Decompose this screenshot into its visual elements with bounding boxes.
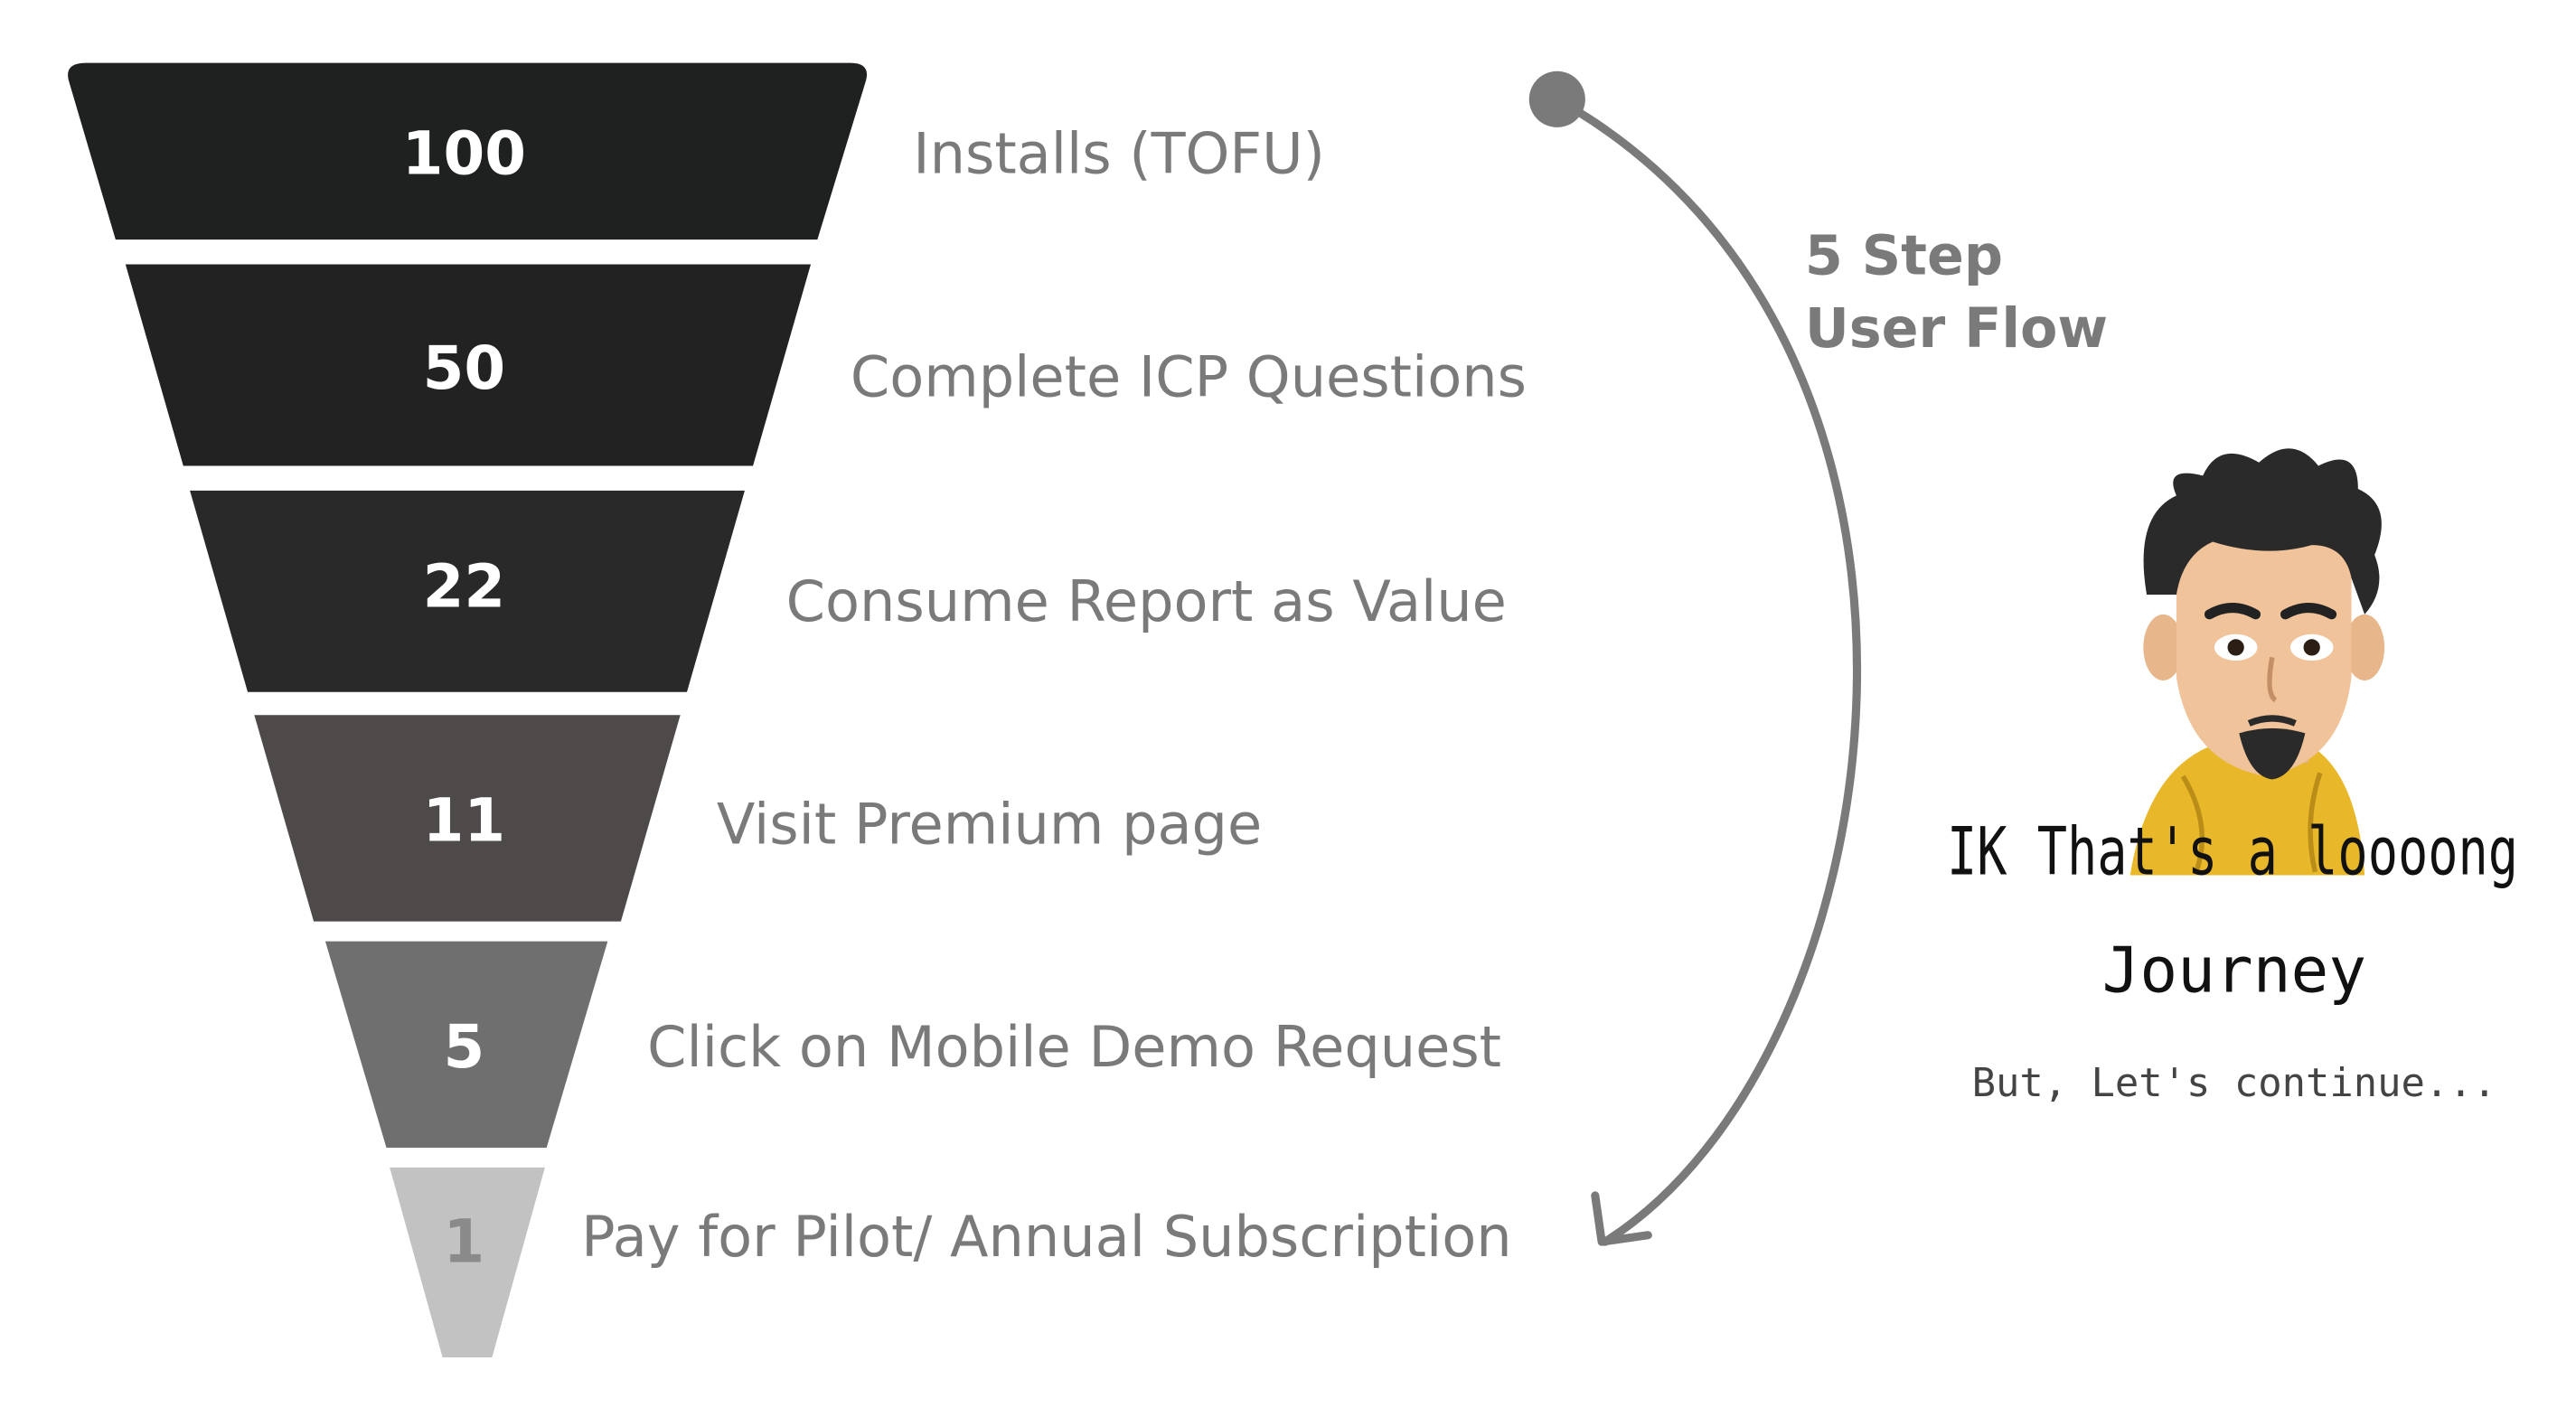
funnel-segment-1: 100 Installs (TOFU) bbox=[68, 62, 1325, 240]
flow-title-line-2: User Flow bbox=[1805, 297, 2108, 361]
callout-line-1: IK That's a loooong bbox=[1947, 813, 2518, 890]
avatar-eyebrow-right bbox=[2280, 603, 2337, 620]
segment-shape-2 bbox=[125, 264, 812, 466]
avatar-hoodie-string-right bbox=[2308, 772, 2323, 873]
callout-line-3: But, Let's continue... bbox=[1972, 1060, 2497, 1106]
segment-value-6: 1 bbox=[443, 1207, 484, 1277]
avatar-nose bbox=[2267, 656, 2278, 703]
avatar-hoodie-string bbox=[2180, 774, 2205, 873]
step-label-3: Consume Report as Value bbox=[786, 568, 1507, 634]
funnel-segment-6: 1 Pay for Pilot/ Annual Subscription bbox=[390, 1167, 1512, 1357]
step-label-4: Visit Premium page bbox=[717, 791, 1262, 857]
segment-shape-6 bbox=[390, 1167, 545, 1357]
segment-shape-5 bbox=[324, 941, 608, 1148]
avatar-ear-left bbox=[2143, 614, 2184, 680]
segment-shape-1 bbox=[68, 62, 868, 240]
funnel-segment-2: 50 Complete ICP Questions bbox=[125, 264, 1527, 466]
segment-value-3: 22 bbox=[423, 551, 506, 621]
flow-title: 5 Step User Flow bbox=[1805, 225, 2108, 361]
callout: IK That's a loooong Journey But, Let's c… bbox=[1947, 813, 2518, 1106]
segment-shape-4 bbox=[254, 715, 681, 922]
avatar-eyebrow-left bbox=[2204, 603, 2261, 620]
avatar-ear-right bbox=[2345, 614, 2385, 680]
funnel-segment-4: 11 Visit Premium page bbox=[254, 715, 1262, 922]
segment-value-2: 50 bbox=[423, 333, 506, 403]
flow-arrow-head bbox=[1591, 1191, 1652, 1246]
avatar-hoodie bbox=[2129, 746, 2365, 876]
step-label-6: Pay for Pilot/ Annual Subscription bbox=[581, 1204, 1512, 1270]
avatar-mustache bbox=[2247, 715, 2297, 727]
funnel-segment-5: 5 Click on Mobile Demo Request bbox=[324, 941, 1501, 1148]
step-label-5: Click on Mobile Demo Request bbox=[647, 1014, 1501, 1080]
avatar-hair bbox=[2143, 448, 2382, 615]
flow-arrow bbox=[1528, 70, 1862, 1246]
step-label-1: Installs (TOFU) bbox=[913, 121, 1325, 187]
flow-title-line-1: 5 Step bbox=[1805, 225, 2003, 288]
callout-line-2: Journey bbox=[2102, 934, 2367, 1007]
segment-value-5: 5 bbox=[443, 1012, 484, 1082]
funnel-segment-3: 22 Consume Report as Value bbox=[190, 490, 1507, 692]
funnel: 100 Installs (TOFU) 50 Complete ICP Ques… bbox=[68, 62, 1527, 1357]
segment-value-1: 100 bbox=[402, 119, 526, 189]
avatar-pupil-right bbox=[2303, 639, 2320, 656]
segment-value-4: 11 bbox=[423, 786, 506, 856]
avatar-pupil-left bbox=[2227, 639, 2244, 656]
step-label-2: Complete ICP Questions bbox=[851, 343, 1527, 409]
avatar-goatee bbox=[2239, 727, 2306, 780]
segment-shape-3 bbox=[190, 490, 745, 692]
avatar bbox=[2129, 448, 2385, 876]
flow-arrow-curve bbox=[1553, 95, 1862, 1246]
avatar-face bbox=[2176, 495, 2352, 776]
